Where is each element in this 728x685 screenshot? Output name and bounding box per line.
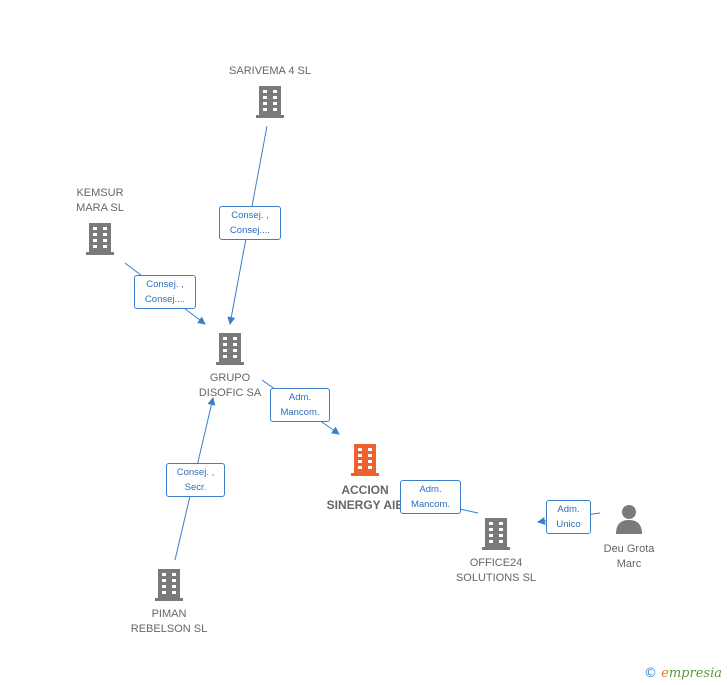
node-grupo[interactable]: GRUPO DISOFIC SA (175, 331, 285, 401)
copyright-icon: © (644, 666, 658, 681)
node-kemsur[interactable]: KEMSUR MARA SL (45, 186, 155, 257)
building-icon (155, 569, 183, 601)
node-sarivema[interactable]: SARIVEMA 4 SL (215, 64, 325, 120)
node-label: PIMAN REBELSON SL (130, 608, 208, 635)
building-icon (86, 223, 114, 255)
edge-label-deu-office24[interactable]: Adm. Unico (546, 500, 591, 534)
building-icon (216, 333, 244, 365)
node-label: OFFICE24 SOLUTIONS SL (455, 557, 537, 584)
node-accion[interactable]: ACCION SINERGY AIE (310, 442, 420, 513)
building-icon (351, 444, 379, 476)
node-label: GRUPO DISOFIC SA (198, 372, 262, 399)
edge-label-piman-grupo[interactable]: Consej. , Secr. (166, 463, 225, 497)
person-icon (616, 505, 642, 534)
node-office24[interactable]: OFFICE24 SOLUTIONS SL (441, 516, 551, 586)
node-label: SARIVEMA 4 SL (229, 65, 311, 77)
node-label: ACCION SINERGY AIE (326, 483, 404, 512)
edge-label-sarivema-grupo[interactable]: Consej. , Consej.... (219, 206, 281, 240)
building-icon (256, 86, 284, 118)
node-label: Deu Grota Marc (603, 543, 655, 570)
edge-label-grupo-accion[interactable]: Adm. Mancom. (270, 388, 330, 422)
node-label: KEMSUR MARA SL (76, 187, 124, 214)
edge-label-office24-accion[interactable]: Adm. Mancom. (400, 480, 461, 514)
node-piman[interactable]: PIMAN REBELSON SL (114, 567, 224, 637)
building-icon (482, 518, 510, 550)
node-deu[interactable]: Deu Grota Marc (584, 503, 674, 572)
brand-logo: © empresia (644, 666, 722, 681)
brand-name: mpresia (668, 666, 722, 681)
brand-initial: e (661, 666, 669, 681)
edge-label-kemsur-grupo[interactable]: Consej. , Consej.... (134, 275, 196, 309)
